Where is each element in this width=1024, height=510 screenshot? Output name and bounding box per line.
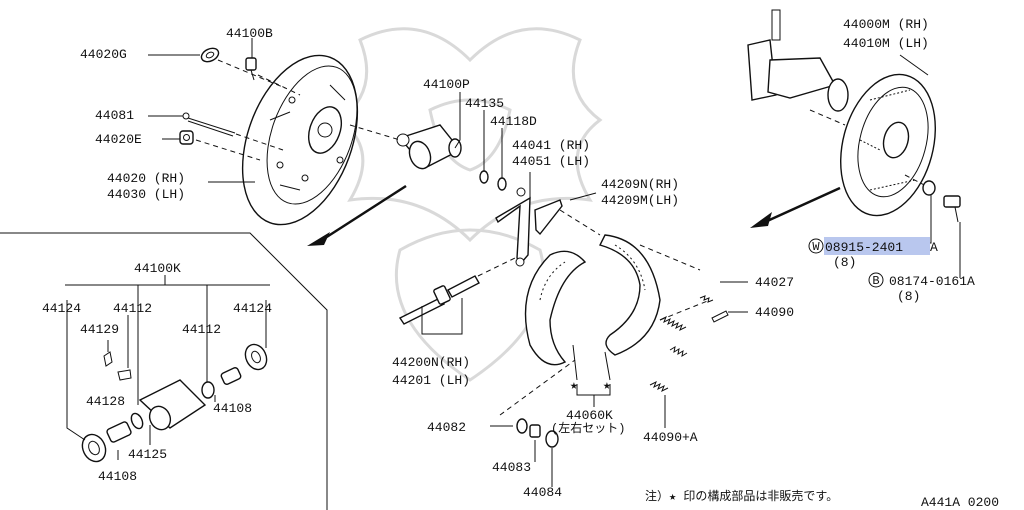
leader-dashes-shoes bbox=[559, 209, 711, 321]
label-44112-right[interactable]: 44112 bbox=[182, 322, 221, 337]
part-44200N-adjuster bbox=[398, 275, 480, 325]
label-44030[interactable]: 44030 (LH) bbox=[107, 187, 185, 202]
leader-dash-hardware bbox=[499, 359, 576, 416]
label-44027[interactable]: 44027 bbox=[755, 275, 794, 290]
label-44090[interactable]: 44090 bbox=[755, 305, 794, 320]
part-44100P bbox=[396, 124, 462, 170]
label-44020G[interactable]: 44020G bbox=[80, 47, 127, 62]
label-44041[interactable]: 44041 (RH) bbox=[512, 138, 590, 153]
part-44135 bbox=[479, 170, 489, 184]
part-brake-shoe-left bbox=[524, 250, 587, 366]
label-44000M[interactable]: 44000M (RH) bbox=[843, 17, 929, 32]
arrow-head-right bbox=[750, 212, 772, 228]
arrow-shaft-left bbox=[321, 184, 407, 242]
w-prefix: W bbox=[812, 240, 820, 254]
part-44118D bbox=[497, 177, 507, 191]
spring-44090-upper bbox=[659, 315, 687, 332]
part-brake-shoe-right bbox=[598, 234, 661, 356]
arrow-shaft-right bbox=[764, 186, 841, 224]
label-44124-left[interactable]: 44124 bbox=[42, 301, 81, 316]
label-44135[interactable]: 44135 bbox=[465, 96, 504, 111]
label-44020[interactable]: 44020 (RH) bbox=[107, 171, 185, 186]
label-44060K[interactable]: 44060K bbox=[566, 408, 613, 423]
label-44118D[interactable]: 44118D bbox=[490, 114, 537, 129]
label-44083[interactable]: 44083 bbox=[492, 460, 531, 475]
part-44020G bbox=[200, 47, 220, 63]
part-44209N-link bbox=[534, 199, 563, 236]
leader-lines-main bbox=[148, 38, 961, 487]
label-08915-suffix: A bbox=[930, 240, 938, 255]
axle-hub-assembly bbox=[747, 9, 849, 112]
label-44124-right[interactable]: 44124 bbox=[233, 301, 272, 316]
inset-leader-lines bbox=[65, 275, 270, 460]
label-08174-qty: (8) bbox=[897, 289, 920, 304]
label-08915-qty: (8) bbox=[833, 255, 856, 270]
label-44209N[interactable]: 44209N(RH) bbox=[601, 177, 679, 192]
part-44041-lever bbox=[495, 187, 531, 267]
label-44084[interactable]: 44084 bbox=[523, 485, 562, 500]
label-08174-0161A[interactable]: 08174-0161A bbox=[889, 274, 975, 289]
label-44100B[interactable]: 44100B bbox=[226, 26, 273, 41]
inset-parts bbox=[81, 343, 268, 463]
brake-drum-assembly bbox=[840, 73, 936, 217]
label-44090A[interactable]: 44090+A bbox=[643, 430, 698, 445]
part-44090-end bbox=[711, 310, 729, 323]
part-44081 bbox=[182, 112, 236, 137]
label-44051[interactable]: 44051 (LH) bbox=[512, 154, 590, 169]
backing-plate bbox=[241, 54, 359, 226]
label-44060K-note: (左右セット) bbox=[551, 420, 625, 436]
washer-08915 bbox=[922, 180, 936, 196]
footnote: 注）★ 印の構成部品は非販売です。 bbox=[645, 488, 838, 504]
label-08915-2401[interactable]: 08915-2401 bbox=[825, 240, 903, 255]
label-44082[interactable]: 44082 bbox=[427, 420, 466, 435]
label-44200N[interactable]: 44200N(RH) bbox=[392, 355, 470, 370]
part-44082 bbox=[516, 418, 528, 434]
label-44112-top[interactable]: 44112 bbox=[113, 301, 152, 316]
w-circle bbox=[808, 238, 824, 254]
diagram-code: A441A 0200 bbox=[921, 495, 999, 510]
star-marker-right: ★ bbox=[603, 378, 611, 393]
arrow-head-left bbox=[307, 232, 330, 246]
part-44084 bbox=[545, 430, 559, 448]
selection-highlight bbox=[824, 237, 930, 255]
leader-dash-adjuster bbox=[477, 257, 516, 277]
label-44108-bottom[interactable]: 44108 bbox=[98, 469, 137, 484]
spring-44027 bbox=[699, 295, 714, 303]
b-circle bbox=[868, 272, 884, 288]
label-44129[interactable]: 44129 bbox=[80, 322, 119, 337]
label-44108-right[interactable]: 44108 bbox=[213, 401, 252, 416]
label-44010M[interactable]: 44010M (LH) bbox=[843, 36, 929, 51]
label-44209M[interactable]: 44209M(LH) bbox=[601, 193, 679, 208]
bolt-08174 bbox=[943, 195, 961, 223]
label-44020E[interactable]: 44020E bbox=[95, 132, 142, 147]
leader-dashes-left bbox=[195, 59, 301, 161]
label-44125[interactable]: 44125 bbox=[128, 447, 167, 462]
star-marker-left: ★ bbox=[570, 378, 578, 393]
b-prefix: B bbox=[872, 274, 879, 288]
inset-border bbox=[0, 232, 328, 510]
label-44100P[interactable]: 44100P bbox=[423, 77, 470, 92]
label-44201[interactable]: 44201 (LH) bbox=[392, 373, 470, 388]
spring-44090-lower bbox=[669, 345, 688, 358]
label-44128[interactable]: 44128 bbox=[86, 394, 125, 409]
label-44100K[interactable]: 44100K bbox=[134, 261, 181, 276]
label-44081[interactable]: 44081 bbox=[95, 108, 134, 123]
part-44083 bbox=[529, 424, 541, 438]
spring-44090A bbox=[649, 380, 669, 393]
part-44020E bbox=[179, 130, 194, 145]
part-44100B bbox=[245, 57, 257, 81]
leader-dashes-hub bbox=[809, 109, 931, 189]
